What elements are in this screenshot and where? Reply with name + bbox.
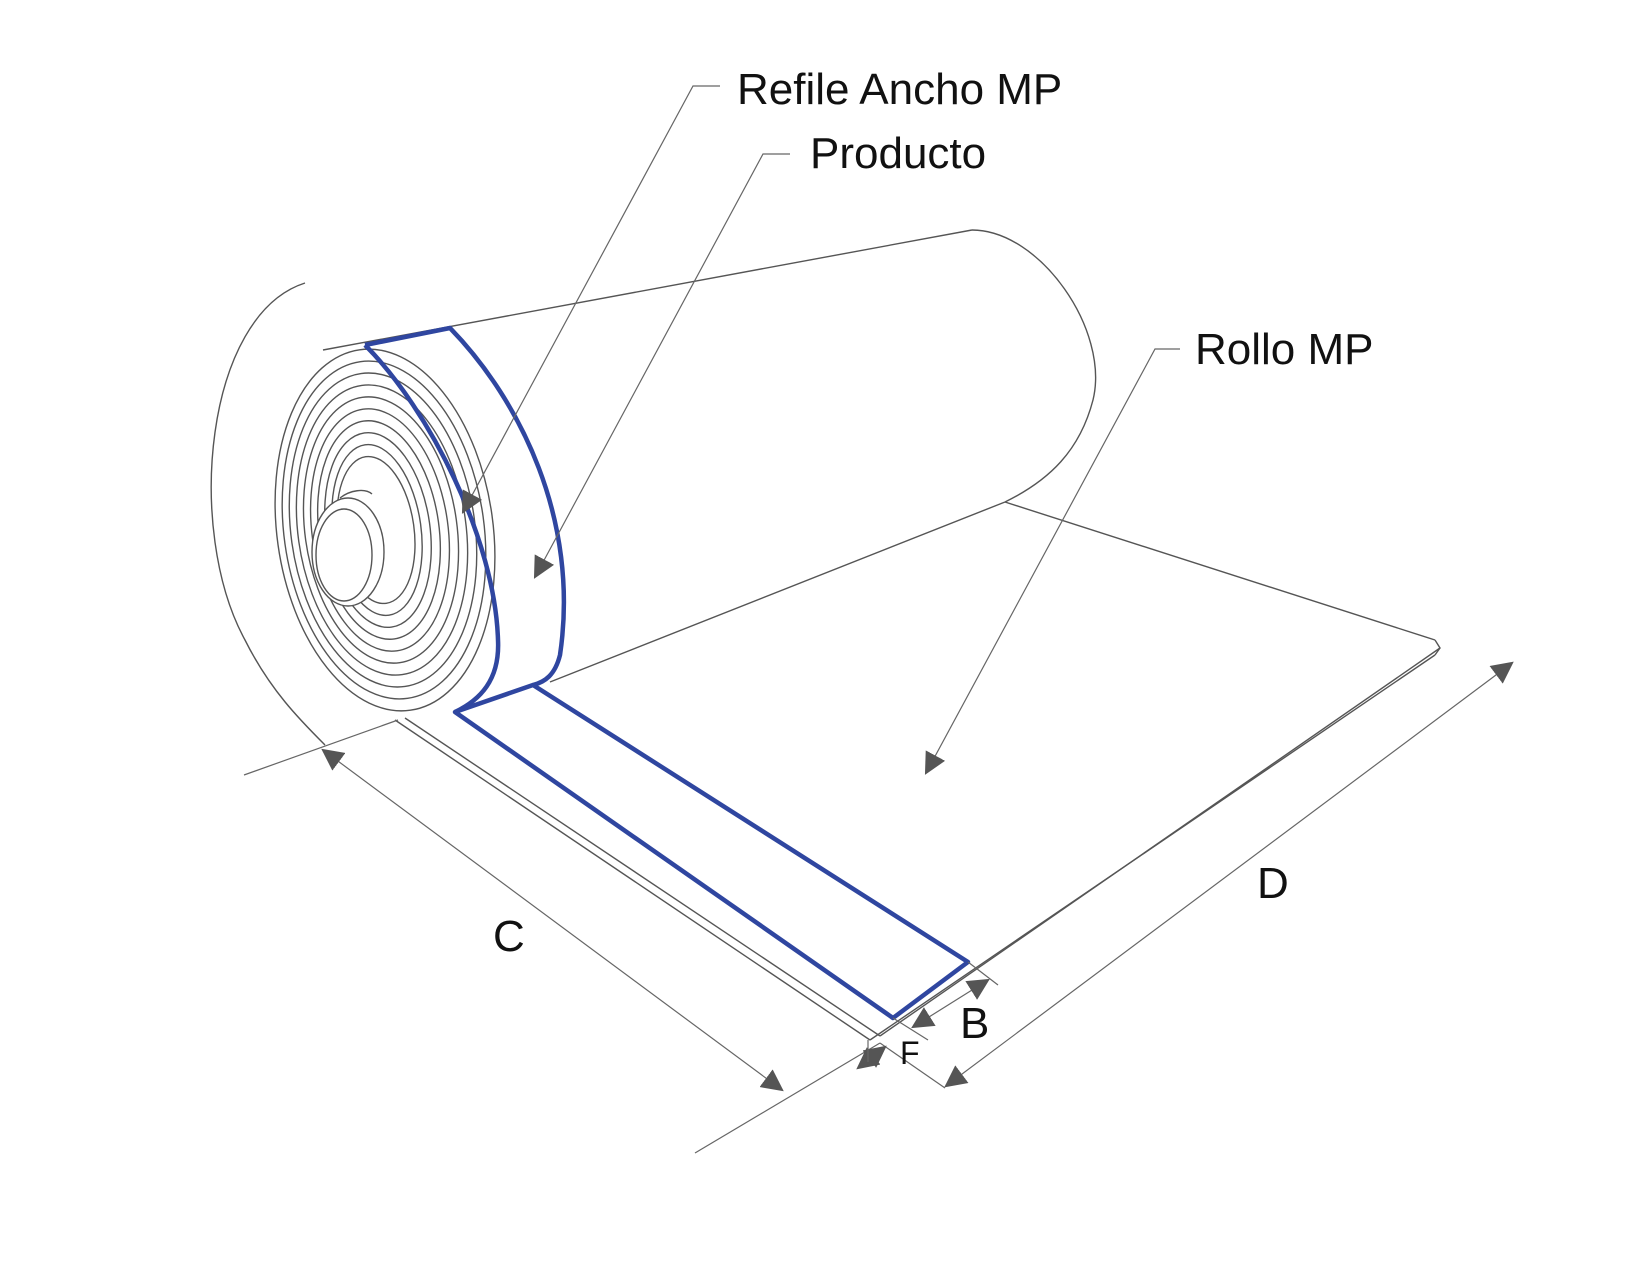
outer-roll-arc bbox=[210, 282, 326, 746]
dim-label-c: C bbox=[493, 912, 525, 961]
leader-producto bbox=[533, 153, 790, 579]
product-strip-flat bbox=[452, 682, 971, 1021]
product-strip bbox=[363, 325, 971, 1021]
label-producto: Producto bbox=[810, 129, 986, 178]
label-rollo: Rollo MP bbox=[1195, 325, 1374, 374]
dim-label-b: B bbox=[960, 999, 989, 1048]
roll-cylinder bbox=[322, 229, 1436, 683]
product-band-on-roll bbox=[364, 325, 567, 688]
refile-band-on-roll bbox=[363, 343, 501, 715]
flat-sheet bbox=[394, 639, 1441, 1041]
leaders bbox=[461, 85, 1180, 775]
dim-label-f: F bbox=[900, 1035, 920, 1071]
dimension-b-f bbox=[856, 961, 999, 1070]
roll-core bbox=[311, 489, 385, 607]
dim-label-d: D bbox=[1257, 859, 1289, 908]
label-refile: Refile Ancho MP bbox=[737, 65, 1062, 114]
leader-rollo bbox=[924, 348, 1180, 775]
dimension-c bbox=[243, 719, 881, 1154]
dimension-d bbox=[879, 661, 1514, 1089]
roll-end-face bbox=[274, 348, 496, 712]
leader-refile bbox=[461, 85, 720, 514]
